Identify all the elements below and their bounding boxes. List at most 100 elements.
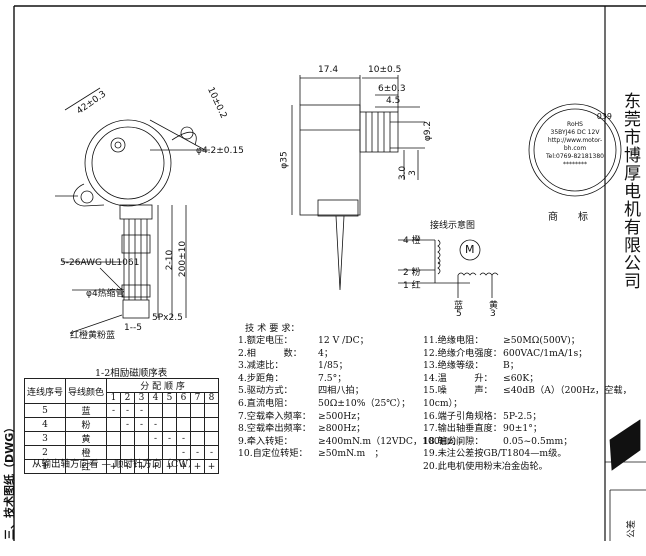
header-color: 导线颜色 <box>65 378 108 404</box>
tolerance-label: 公差 <box>627 519 637 538</box>
dim-3-0: 3.0 <box>398 165 409 181</box>
sequence-cell <box>148 403 164 418</box>
spec-row: 14.温 升：≤60K； <box>423 373 603 386</box>
spec-row: 16.端子引角规格：5P-2.5； <box>423 411 603 424</box>
step-header: 2 <box>120 392 136 404</box>
sequence-cell <box>120 431 136 446</box>
spec-row: 19.未注公差按GB/T1804—m级。 <box>423 448 603 461</box>
row-number: 3 <box>23 431 67 446</box>
sequence-cell: - <box>120 403 136 418</box>
spec-value: ≥50mN.m ； <box>318 448 384 460</box>
sequence-cell <box>204 417 220 432</box>
spec-key: 3.减速比： <box>238 360 284 372</box>
spec-row: 15.噪 声：≤40dB（A）（200Hz，空载， <box>423 385 632 398</box>
seal-serial: ******** <box>563 161 587 168</box>
sequence-cell: - <box>106 403 122 418</box>
dim-pins: 1--5 <box>124 323 142 333</box>
sequence-cell: - <box>120 417 136 432</box>
spec-key: 7.空载牵入频率： <box>238 410 312 422</box>
seal-rohs: RoHS <box>567 121 583 128</box>
step-header: 3 <box>134 392 150 404</box>
seal-code: 039 <box>596 112 612 121</box>
dim-200: 200±10 <box>178 240 189 278</box>
sequence-cell: + <box>106 459 122 474</box>
dim-6: 6±0.3 <box>378 84 406 94</box>
step-header: 4 <box>148 392 164 404</box>
spec-row: 12.绝缘介电强度：600VAC/1mA/1s； <box>423 348 603 361</box>
spec-row: 18.轴向间隙： 0.05~0.5mm； <box>423 436 603 449</box>
wiring-title: 接线示意图 <box>430 221 476 231</box>
sequence-cell <box>190 417 206 432</box>
spec-key: 17.输出轴垂直度： <box>423 423 502 435</box>
row-color: 红 <box>65 459 108 474</box>
sequence-cell: - <box>134 417 150 432</box>
spec-row: 17.输出轴垂直度：90±1°； <box>423 423 603 436</box>
spec-value: 50Ω±10%（25℃）； <box>318 397 411 409</box>
header-steps: 分 配 顺 序 <box>106 378 220 393</box>
dim-tube: φ4热缩管 <box>86 289 125 299</box>
sequence-cell <box>204 431 220 446</box>
spec-key: 14.温 升： <box>423 372 493 384</box>
seal-tel: Tel:0769-82181380 <box>546 153 604 160</box>
spec-key: 12.绝缘介电强度： <box>423 347 502 359</box>
spec-value: 5P-2.5； <box>503 410 542 422</box>
wire-blue: 蓝 <box>454 301 464 311</box>
spec-value: ≥400mN.m（12VDC，100Hz）； <box>318 435 467 447</box>
seal-web: http://www.motor-bh.com <box>547 137 603 152</box>
dim-4-2: φ4.2±0.15 <box>196 146 244 156</box>
spec-key: 18.轴向间隙： <box>423 435 484 447</box>
sequence-cell: - <box>134 403 150 418</box>
step-header: 6 <box>176 392 192 404</box>
spec-row: 9.牵入转矩： ≥400mN.m（12VDC，100Hz）； <box>238 435 466 449</box>
spec-row: 1.额定电压：12 V /DC； <box>238 335 420 348</box>
spec-row: 20.此电机使用粉末冶金齿轮。 <box>423 461 603 474</box>
spec-row: 2.相 数： 4； <box>238 348 420 361</box>
pin-4: 4 橙 <box>403 236 421 246</box>
step-header: 7 <box>190 392 206 404</box>
row-color: 粉 <box>65 417 108 432</box>
row-number: 4 <box>23 417 67 432</box>
dim-35: φ35 <box>279 151 290 169</box>
spec-row: 3.减速比：1/85； <box>238 360 420 373</box>
sequence-cell: - <box>148 431 164 446</box>
sequence-cell: - <box>204 445 220 460</box>
row-color: 蓝 <box>65 403 108 418</box>
drawing-sheet: 三、技术图纸（DWG） 东莞市博厚电机有限公司 公差 039 RoHS 35BY… <box>3 5 646 541</box>
wire-3: 3 <box>490 309 496 319</box>
spec-value: ≥500Hz； <box>318 410 366 422</box>
spec-row: 6.直流电阻： 50Ω±10%（25℃）； <box>238 398 420 411</box>
dim-10-5: 10±0.5 <box>368 65 402 75</box>
spec-row: 10.自定位转矩：≥50mN.m ； <box>238 448 420 461</box>
spec-key: 6.直流电阻： <box>238 397 293 409</box>
spec-value: 12 V /DC； <box>318 335 369 346</box>
sequence-cell <box>176 417 192 432</box>
pin-1: 1 红 <box>403 281 421 291</box>
sequence-cell <box>176 403 192 418</box>
spec-value: 10cm）； <box>423 397 463 409</box>
spec-row: 7.空载牵入频率： ≥500Hz； <box>238 411 420 424</box>
spec-value: 4； <box>318 347 334 359</box>
spec-row: 13.绝缘等级：B； <box>423 360 603 373</box>
sequence-cell <box>190 403 206 418</box>
step-header: 8 <box>204 392 220 404</box>
spec-key: 2.相 数： <box>238 347 302 359</box>
dim-2-10: 2-10 <box>165 249 176 271</box>
spec-key: 15.噪 声： <box>423 385 493 397</box>
sequence-cell <box>204 403 220 418</box>
sequence-cell <box>106 417 122 432</box>
row-number: 5 <box>23 403 67 418</box>
spec-value: 600VAC/1mA/1s； <box>503 347 588 359</box>
dim-9-2: φ9.2 <box>423 120 434 142</box>
spec-row: 5.驱动方式：四相八拍； <box>238 385 420 398</box>
spec-value: 90±1°； <box>503 423 543 435</box>
spec-value: 7.5°； <box>318 372 347 384</box>
dim-pitch: 5Px2.5 <box>152 313 183 323</box>
spec-key: 19.未注公差按GB/T1804—m级。 <box>423 448 567 460</box>
spec-row: 10cm）； <box>423 398 603 411</box>
row-color: 黄 <box>65 431 108 446</box>
sequence-cell: - <box>162 431 178 446</box>
spec-key: 9.牵入转矩： <box>238 435 293 447</box>
sequence-cell: - <box>148 417 164 432</box>
spec-value: 0.05~0.5mm； <box>503 435 573 447</box>
